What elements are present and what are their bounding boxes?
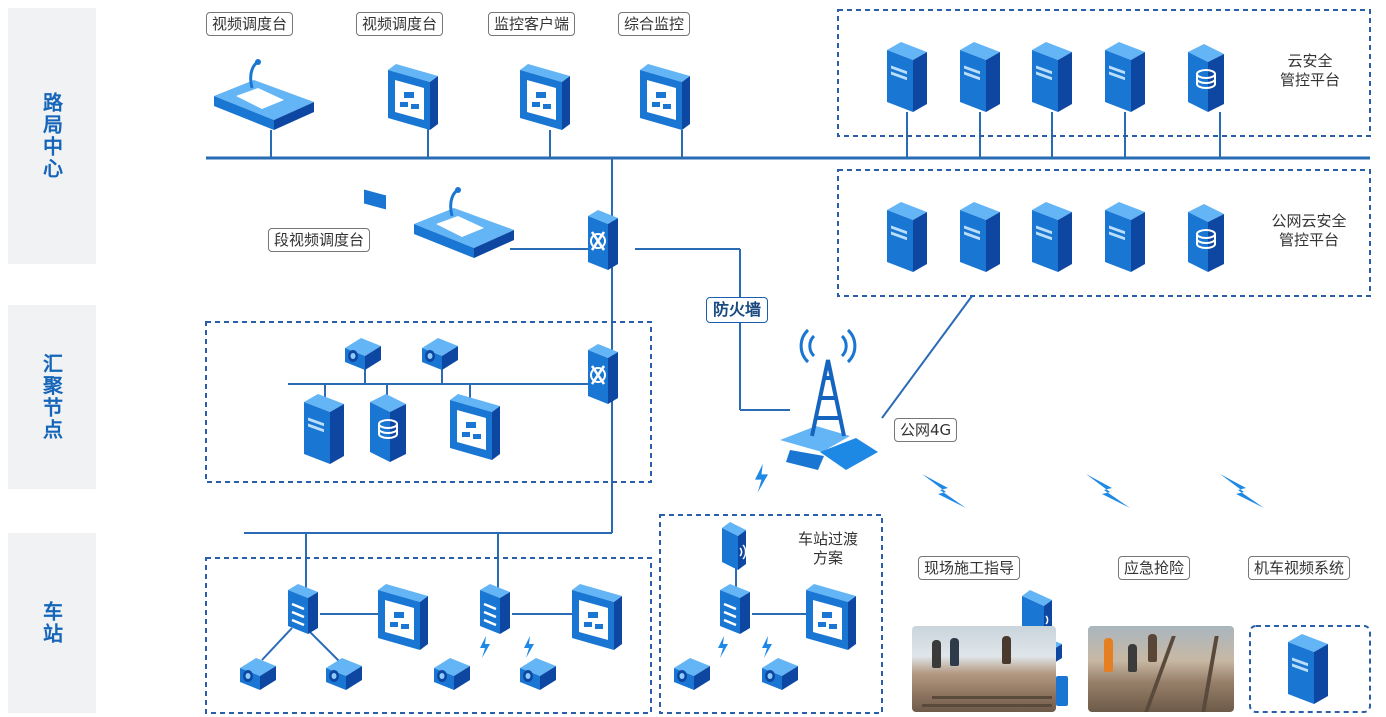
public-cloud-security-servers bbox=[887, 202, 1225, 273]
cloud-security-servers bbox=[887, 42, 1225, 113]
station-devices bbox=[240, 582, 622, 690]
aggregation-devices bbox=[304, 338, 500, 464]
station-transition-devices bbox=[674, 522, 856, 690]
onsite-construction-photo bbox=[912, 626, 1056, 712]
locomotive-server bbox=[1288, 634, 1328, 704]
tier-bureau-center: 路局中心 bbox=[8, 8, 96, 264]
label-public-4g: 公网4G bbox=[894, 418, 958, 442]
dashed-groups bbox=[205, 9, 1371, 714]
label-emergency-repair: 应急抢险 bbox=[1118, 556, 1191, 580]
core-routers bbox=[586, 208, 620, 406]
tier-station: 车站 bbox=[8, 533, 96, 713]
section-dispatch-console bbox=[412, 185, 516, 260]
label-monitor-client: 监控客户端 bbox=[488, 12, 576, 36]
label-integrated-monitor: 综合监控 bbox=[618, 12, 691, 36]
tier-aggregation-node: 汇聚节点 bbox=[8, 305, 96, 489]
4g-tower-icon bbox=[780, 328, 878, 470]
label-video-dispatch-1: 视频调度台 bbox=[206, 12, 294, 36]
wireless-camera-icon bbox=[722, 522, 747, 570]
tier-station-label: 车站 bbox=[39, 601, 64, 645]
label-station-transition: 车站过渡 方案 bbox=[797, 530, 858, 567]
phone-icon bbox=[364, 189, 386, 210]
label-locomotive-video: 机车视频系统 bbox=[1248, 556, 1351, 580]
emergency-repair-photo bbox=[1088, 626, 1234, 712]
label-firewall: 防火墙 bbox=[706, 297, 769, 323]
label-video-dispatch-2: 视频调度台 bbox=[356, 12, 444, 36]
tier-aggregation-label: 汇聚节点 bbox=[39, 353, 64, 441]
label-section-dispatch: 段视频调度台 bbox=[268, 228, 371, 252]
wireless-bolts bbox=[755, 464, 1264, 508]
bureau-devices bbox=[212, 57, 690, 210]
label-onsite-guidance: 现场施工指导 bbox=[918, 556, 1021, 580]
label-public-cloud-security: 公网云安全 管控平台 bbox=[1271, 212, 1347, 249]
tier-bureau-label: 路局中心 bbox=[39, 92, 64, 180]
label-cloud-security: 云安全 管控平台 bbox=[1279, 52, 1340, 89]
